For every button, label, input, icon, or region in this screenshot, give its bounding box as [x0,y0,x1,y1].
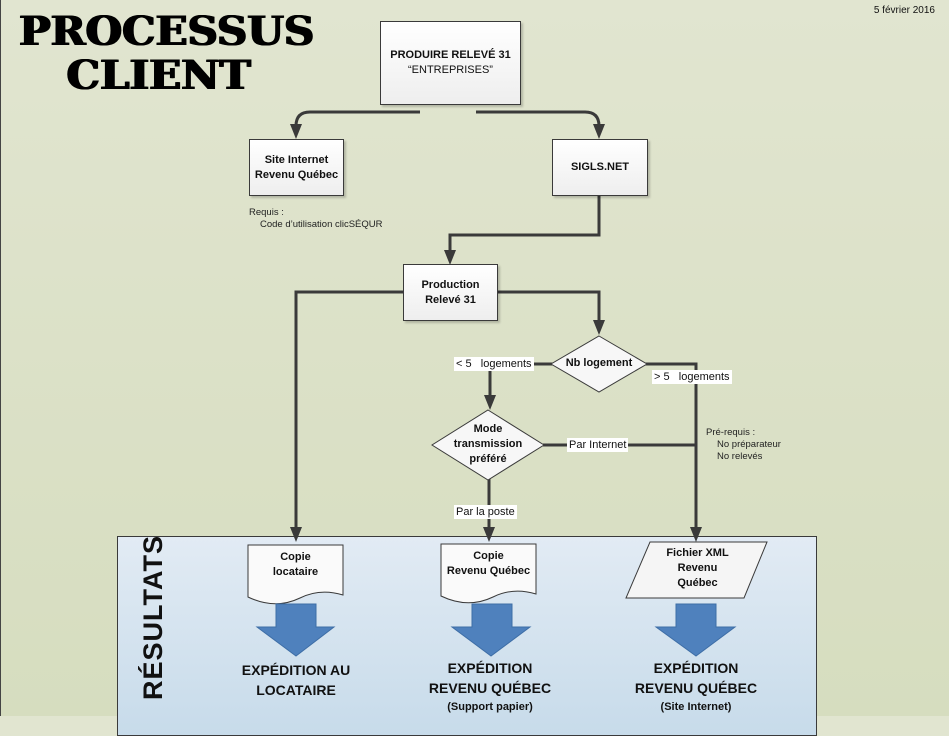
window-edge [0,0,1,716]
exp-line: REVENU QUÉBEC [634,680,758,696]
node-produire-line-2: “ENTREPRISES” [408,64,493,76]
connector-production-nb [497,290,601,322]
edge-label-less-5: < 5 logements [454,357,534,371]
page-title: PROCESSUS CLIENT [18,8,314,99]
node-sigls-label: SIGLS.NET [570,161,630,173]
doc-line: Copie [280,551,311,563]
arrowhead [593,320,605,335]
connector-production-locataire [294,290,403,528]
data-xml-shape [625,541,768,599]
node-sigls[interactable]: SIGLS.NET [552,139,648,196]
connector-start-sigls [476,110,601,128]
doc-line: Québec [677,577,718,589]
exp-sub: (Support papier) [447,701,533,713]
arrowhead [444,250,456,265]
node-production[interactable]: Production Relevé 31 [403,264,498,321]
expedition-locataire: EXPÉDITION AU LOCATAIRE [226,660,366,700]
arrowhead [290,527,302,542]
exp-line: LOCATAIRE [256,682,336,698]
decision-mode-line-3: préféré [469,453,507,465]
connector-nb-xml [645,362,698,528]
decision-mode-shape [431,409,545,481]
date-label: 5 février 2016 [873,5,935,16]
data-fichier-xml[interactable]: Fichier XML Revenu Québec [640,546,755,591]
expedition-rq-papier: EXPÉDITION REVENU QUÉBEC (Support papier… [420,658,560,716]
decision-mode-line-1: Mode [473,423,503,435]
note-prerequis: Pré-requis : No préparateur No relevés [706,427,781,463]
arrowhead [483,527,495,542]
decision-mode[interactable]: Mode transmission préféré [432,422,544,467]
down-arrow-icon [654,603,737,657]
node-produire-line-1: PRODUIRE RELEVÉ 31 [390,49,511,61]
arrowhead [593,124,605,139]
doc-line: locataire [272,566,319,578]
edge-label-par-internet: Par Internet [567,438,629,452]
exp-line: EXPÉDITION [447,660,533,676]
connector-start-site [294,110,420,128]
decision-nb-logement[interactable]: Nb logement [565,357,633,369]
arrowhead [290,124,302,139]
arrowhead [690,527,702,542]
doc-line: Fichier XML [666,547,729,559]
note-requis-item: Code d’utilisation clicSÉQUR [260,219,383,230]
exp-line: EXPÉDITION [653,660,739,676]
exp-sub: (Site Internet) [660,701,732,713]
doc-line: Copie [473,550,504,562]
exp-line: EXPÉDITION AU [241,662,351,678]
decision-mode-line-2: transmission [453,438,523,450]
edge-label-more-5: > 5 logements [652,370,732,384]
doc-copie-locataire[interactable]: Copie locataire [248,550,343,580]
node-site-line-1: Site Internet [264,153,329,166]
title-line-2: CLIENT [65,52,250,99]
title-line-1: PROCESSUS [18,8,314,55]
down-arrow-icon [450,603,532,657]
connector-sigls-production [448,196,601,252]
decision-nb-logement-shape [550,335,648,393]
node-site-internet[interactable]: Site Internet Revenu Québec [249,139,344,196]
node-produire-releve[interactable]: PRODUIRE RELEVÉ 31 “ENTREPRISES” [380,21,521,105]
doc-copie-rq[interactable]: Copie Revenu Québec [441,549,536,579]
note-requis-title: Requis : [249,207,284,218]
exp-line: REVENU QUÉBEC [428,680,552,696]
down-arrow-icon [255,603,336,657]
note-requis: Requis : Code d’utilisation clicSÉQUR [249,207,383,231]
doc-line: Revenu [677,562,718,574]
arrowhead [484,395,496,410]
node-production-line-2: Relevé 31 [425,293,476,306]
doc-copie-rq-shape [440,543,537,604]
edge-label-par-poste: Par la poste [454,505,517,519]
doc-line: Revenu Québec [446,565,531,577]
node-site-line-2: Revenu Québec [254,168,339,181]
note-prerequis-item: No préparateur [717,439,781,450]
connectors [247,110,768,657]
note-prerequis-item: No relevés [717,451,763,462]
node-production-line-1: Production [421,278,480,291]
expedition-rq-internet: EXPÉDITION REVENU QUÉBEC (Site Internet) [626,658,766,716]
doc-copie-locataire-shape [247,544,344,605]
note-prerequis-title: Pré-requis : [706,427,756,438]
